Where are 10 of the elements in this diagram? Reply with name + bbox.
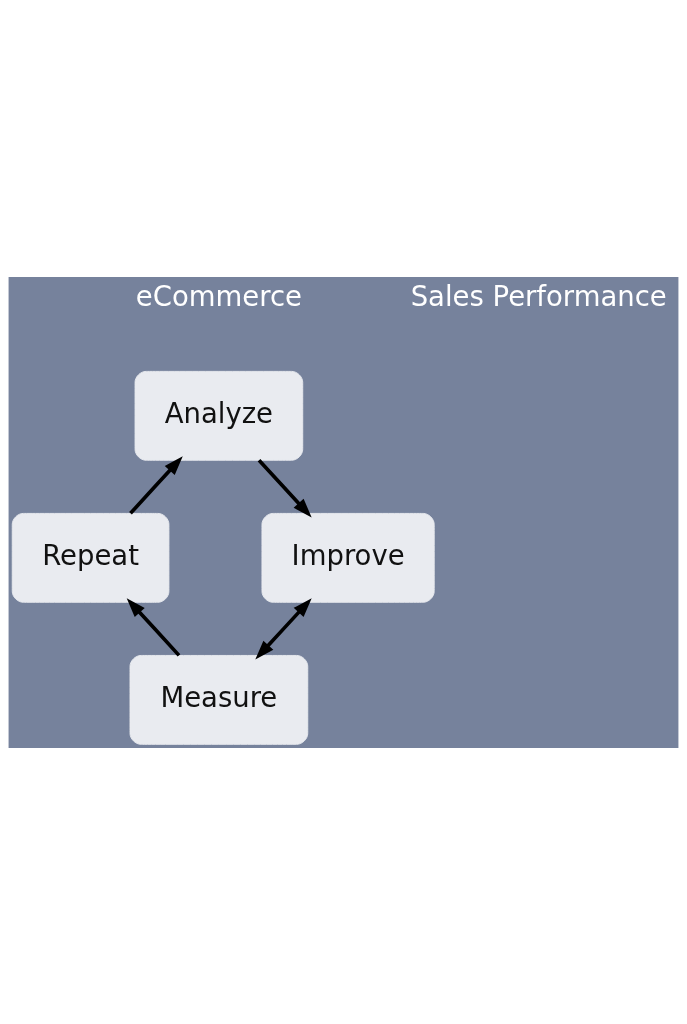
arrow <box>257 458 312 517</box>
node-box: Improve <box>261 512 435 603</box>
node-box: Analyze <box>134 370 304 461</box>
label: Sales Performance <box>410 279 667 312</box>
node-box: Measure <box>129 654 309 745</box>
label: eCommerce <box>135 279 302 312</box>
arrow <box>255 597 312 659</box>
arrow <box>129 455 183 515</box>
node-box: Repeat <box>11 512 170 603</box>
arrow <box>126 597 181 657</box>
